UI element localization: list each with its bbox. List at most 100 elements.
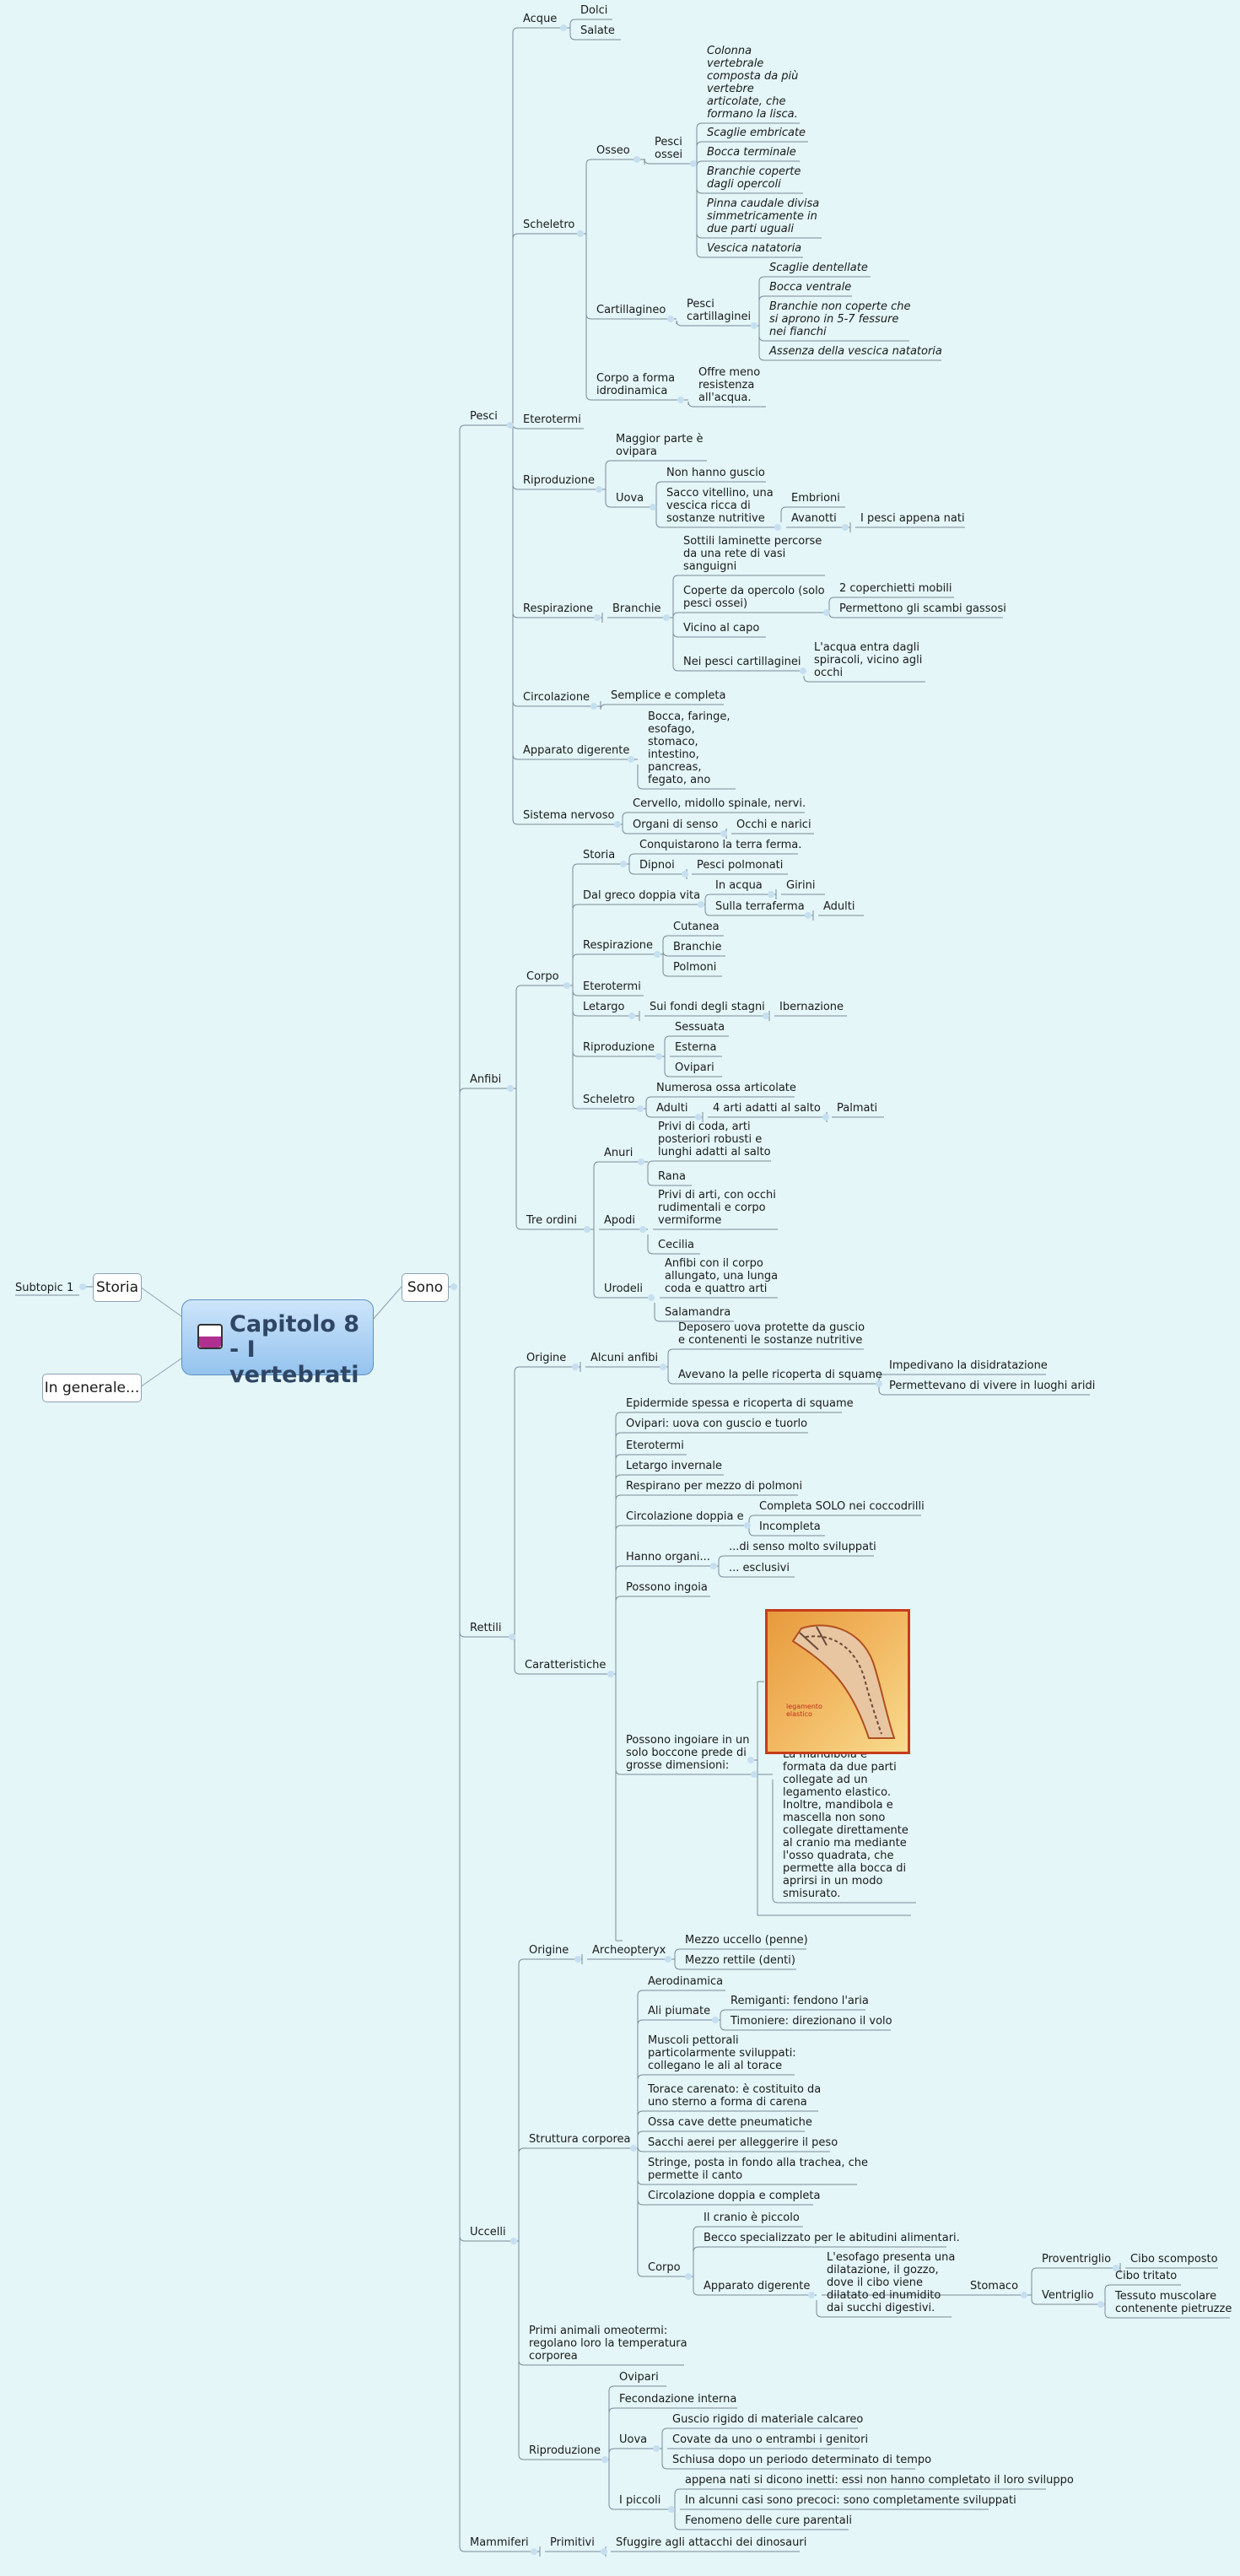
topic-node[interactable]: Proventriglio <box>1042 2253 1111 2265</box>
topic-node[interactable]: Ali piumate <box>648 2005 710 2017</box>
topic-node[interactable]: Letargo invernale <box>626 1460 722 1472</box>
topic-node[interactable]: Eterotermi <box>523 413 581 426</box>
topic-node[interactable]: Struttura corporea <box>529 2133 631 2146</box>
collapse-dot[interactable] <box>577 230 584 237</box>
topic-node[interactable]: Riproduzione <box>529 2444 601 2457</box>
topic-node[interactable]: Possono ingoia <box>626 1581 708 1594</box>
topic-node[interactable]: Cibo tritato <box>1115 2270 1177 2282</box>
topic-node[interactable]: Completa SOLO nei coccodrilli <box>759 1500 925 1513</box>
topic-node[interactable]: Ovipari <box>619 2371 659 2384</box>
topic-node[interactable]: Covate da uno o entrambi i genitori <box>672 2433 868 2446</box>
topic-node[interactable]: Palmati <box>837 1102 877 1115</box>
topic-node[interactable]: Respirano per mezzo di polmoni <box>626 1480 802 1493</box>
topic-node[interactable]: Circolazione <box>523 691 590 704</box>
topic-node[interactable]: Scaglie dentellate <box>769 262 868 274</box>
topic-node[interactable]: Assenza della vescica natatoria <box>769 345 942 358</box>
topic-node[interactable]: Adulti <box>656 1102 687 1115</box>
topic-node[interactable]: Urodeli <box>604 1283 643 1295</box>
topic-node[interactable]: Permettevano di vivere in luoghi aridi <box>889 1380 1095 1392</box>
topic-node[interactable]: Acque <box>523 13 557 25</box>
topic-node[interactable]: Cervello, midollo spinale, nervi. <box>633 797 806 810</box>
collapse-dot[interactable] <box>560 24 567 31</box>
collapse-dot[interactable] <box>572 1364 579 1370</box>
topic-sono[interactable]: Sono <box>402 1273 449 1302</box>
topic-node[interactable]: Mezzo uccello (penne) <box>685 1934 808 1947</box>
collapse-dot[interactable] <box>751 1771 757 1778</box>
collapse-dot[interactable] <box>685 2273 692 2280</box>
collapse-dot[interactable] <box>614 821 621 828</box>
topic-node[interactable]: Rana <box>658 1170 686 1183</box>
collapse-dot[interactable] <box>507 422 514 429</box>
topic-node[interactable]: Vicino al capo <box>683 622 759 635</box>
topic-node[interactable]: Sacchi aerei per alleggerire il peso <box>648 2136 838 2149</box>
collapse-dot[interactable] <box>650 504 656 510</box>
topic-node[interactable]: Uova <box>619 2433 647 2446</box>
topic-node[interactable]: Schiusa dopo un periodo determinato di t… <box>672 2454 931 2466</box>
topic-node[interactable]: Primitivi <box>550 2536 595 2549</box>
topic-node[interactable]: Bocca terminale <box>707 146 796 159</box>
topic-node[interactable]: Ovipari: uova con guscio e tuorlo <box>626 1418 807 1430</box>
collapse-dot[interactable] <box>800 667 806 674</box>
topic-node[interactable]: Scheletro <box>583 1094 634 1106</box>
topic-node[interactable]: Origine <box>526 1352 566 1364</box>
topic-node[interactable]: Fenomeno delle cure parentali <box>685 2514 852 2527</box>
collapse-dot[interactable] <box>695 1114 702 1121</box>
topic-node[interactable]: Permettono gli scambi gassosi <box>839 602 1006 615</box>
topic-node[interactable]: Storia <box>583 849 615 861</box>
topic-node[interactable]: Epidermide spessa e ricoperta di squame <box>626 1397 854 1410</box>
collapse-dot[interactable] <box>1021 2292 1027 2298</box>
collapse-dot[interactable] <box>628 1013 635 1019</box>
collapse-dot[interactable] <box>653 2445 660 2452</box>
topic-node[interactable]: Respirazione <box>583 939 653 952</box>
collapse-dot[interactable] <box>630 2145 637 2152</box>
topic-node[interactable]: Non hanno guscio <box>666 467 765 479</box>
collapse-dot[interactable] <box>574 1956 581 1963</box>
collapse-dot[interactable] <box>509 1634 515 1640</box>
topic-node[interactable]: Caratteristiche <box>525 1659 606 1671</box>
topic-node[interactable]: ... esclusivi <box>729 1562 790 1574</box>
topic-node[interactable]: Avanotti <box>791 512 837 525</box>
collapse-dot[interactable] <box>638 1158 644 1165</box>
topic-node[interactable]: I pesci appena nati <box>860 512 965 525</box>
collapse-dot[interactable] <box>507 1085 514 1092</box>
collapse-dot[interactable] <box>450 1283 457 1290</box>
topic-node[interactable]: Circolazione doppia e <box>626 1510 744 1523</box>
topic-node[interactable]: Nei pesci cartillaginei <box>683 656 801 668</box>
collapse-dot[interactable] <box>751 322 757 329</box>
collapse-dot[interactable] <box>654 951 660 958</box>
topic-node[interactable]: appena nati si dicono inetti: essi non h… <box>685 2474 1074 2487</box>
collapse-dot[interactable] <box>668 2506 675 2513</box>
collapse-dot[interactable] <box>710 1563 717 1569</box>
topic-node[interactable]: Pesci polmonati <box>697 859 783 872</box>
collapse-dot[interactable] <box>639 1226 646 1233</box>
topic-node[interactable]: Aerodinamica <box>648 1975 723 1988</box>
topic-node[interactable]: Origine <box>529 1944 569 1957</box>
topic-node[interactable]: Anuri <box>604 1147 633 1159</box>
collapse-dot[interactable] <box>805 912 811 919</box>
topic-node[interactable]: Apparato digerente <box>523 744 629 757</box>
topic-node[interactable]: Circolazione doppia e completa <box>648 2190 820 2202</box>
topic-node[interactable]: Letargo <box>583 1001 624 1013</box>
topic-node[interactable]: I piccoli <box>619 2494 660 2507</box>
collapse-dot[interactable] <box>594 614 601 621</box>
topic-in-generale[interactable]: In generale... <box>42 1374 142 1402</box>
topic-node[interactable]: Becco specializzato per le abitudini ali… <box>704 2232 960 2244</box>
collapse-dot[interactable] <box>663 614 670 621</box>
collapse-dot[interactable] <box>665 1956 671 1963</box>
topic-node[interactable]: 2 coperchietti mobili <box>839 582 952 595</box>
topic-storia[interactable]: Storia <box>93 1273 142 1302</box>
topic-node[interactable]: Anfibi <box>470 1073 501 1086</box>
